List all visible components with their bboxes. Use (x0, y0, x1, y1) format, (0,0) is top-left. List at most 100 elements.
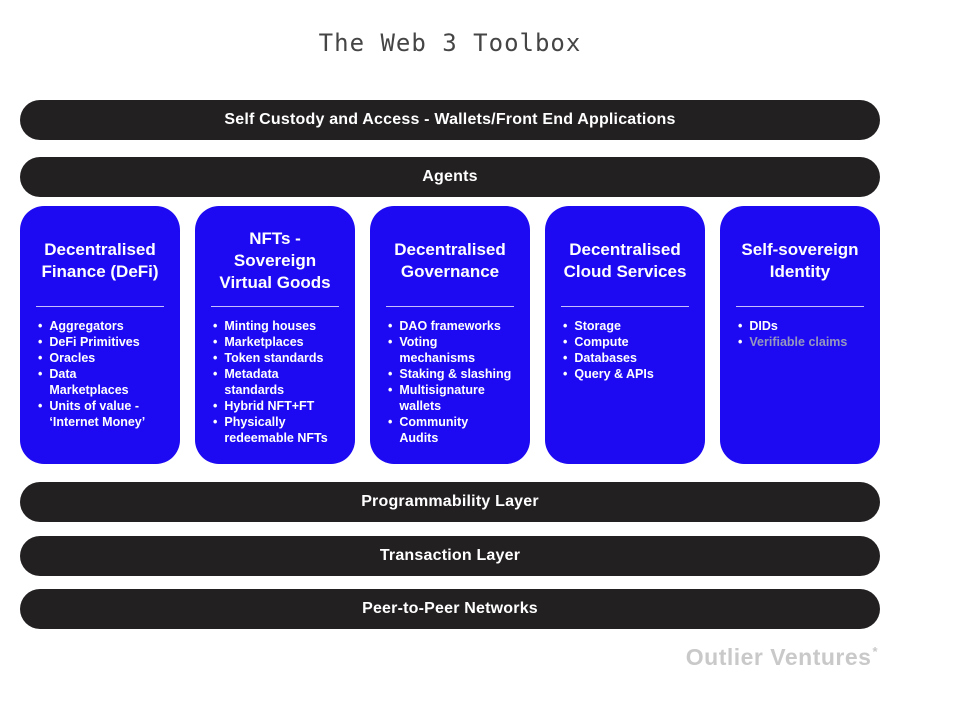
layer-bar-agents: Agents (20, 157, 880, 197)
bullet-item: • Community Audits (388, 414, 522, 446)
bullet-dot: • (388, 383, 393, 397)
bullet-dot: • (213, 367, 218, 381)
bullet-item: • Databases (563, 350, 697, 366)
layer-bar-label: Agents (422, 168, 478, 185)
bullet-list: • DIDs • Verifiable claims (720, 318, 880, 350)
column-heading: Decentralised Finance (DeFi) (41, 240, 159, 281)
bullet-dot: • (38, 319, 43, 333)
logo-mark: * (872, 644, 878, 659)
bullet-dot: • (38, 351, 43, 365)
bullet-dot: • (388, 335, 393, 349)
bullet-text: Physically redeemable NFTs (224, 415, 328, 445)
layer-bar-transaction: Transaction Layer (20, 536, 880, 576)
column-heading: Self-sovereign Identity (741, 240, 859, 281)
bullet-item: • Hybrid NFT+FT (213, 398, 347, 414)
bullet-item: • Metadata standards (213, 366, 347, 398)
bullet-dot: • (38, 335, 43, 349)
layer-bar-label: Self Custody and Access - Wallets/Front … (224, 111, 676, 128)
bullet-dot: • (213, 335, 218, 349)
bullet-item: • DAO frameworks (388, 318, 522, 334)
bullet-text: DAO frameworks (399, 319, 501, 333)
bullet-list: • DAO frameworks • Voting mechanisms • Stakin… (370, 318, 530, 446)
bullet-item: • DIDs (738, 318, 872, 334)
bullet-text: Minting houses (224, 319, 317, 333)
bullet-text: Voting mechanisms (399, 335, 476, 365)
outlier-ventures-logo: Outlier Ventures* (686, 644, 878, 671)
column-heading: Decentralised Cloud Services (563, 240, 687, 281)
bullet-dot: • (388, 415, 393, 429)
bullet-dot: • (563, 351, 568, 365)
bullet-dot: • (388, 319, 393, 333)
logo-text: Outlier Ventures (685, 644, 872, 670)
bullet-list: •Aggregators•DeFi Primitives•Oracles•Dat… (20, 318, 180, 430)
bullet-item: • Token standards (213, 350, 347, 366)
bullet-dot: • (213, 319, 218, 333)
heading-divider (561, 306, 689, 307)
bullet-text: Marketplaces (224, 335, 304, 349)
bullet-text: Hybrid NFT+FT (224, 399, 315, 413)
bullet-item: • Units of value - ‘Internet Money’ (38, 398, 172, 430)
bullet-item: • Data Marketplaces (38, 366, 172, 398)
bullet-text: Aggregators (49, 319, 124, 333)
bullet-text: Token standards (224, 351, 324, 365)
bullet-dot: • (213, 351, 218, 365)
layer-bar-programmability: Programmability Layer (20, 482, 880, 522)
bullet-text: Multisignature wallets (399, 383, 485, 413)
layer-bar-self-custody: Self Custody and Access - Wallets/Front … (20, 100, 880, 140)
layer-bar-label: Transaction Layer (379, 547, 521, 564)
column-governance: Decentralised Governance • DAO frameworks… (370, 206, 530, 464)
bullet-text: Data Marketplaces (49, 367, 129, 397)
bullet-item: •Oracles (38, 350, 172, 366)
bullet-text: Query & APIs (574, 367, 654, 381)
bullet-dot: • (738, 335, 743, 349)
bullet-text: Compute (574, 335, 629, 349)
bullet-text: Units of value - ‘Internet Money’ (49, 399, 146, 429)
layer-bar-label: Peer-to-Peer Networks (362, 600, 538, 617)
bullet-item: • Marketplaces (213, 334, 347, 350)
heading-divider (211, 306, 339, 307)
bullet-item: •Compute (563, 334, 697, 350)
layer-bar-p2p-networks: Peer-to-Peer Networks (20, 589, 880, 629)
bullet-item: • Voting mechanisms (388, 334, 522, 366)
layer-bar-label: Programmability Layer (361, 493, 539, 510)
column-nfts: NFTs - Sovereign Virtual Goods • Minting … (195, 206, 355, 464)
bullet-list: •Storage•Compute•Databases•Query & APIs (545, 318, 705, 382)
bullet-dot: • (213, 399, 218, 413)
bullet-dot: • (213, 415, 218, 429)
bullet-dot: • (738, 319, 743, 333)
bullet-text: Community Audits (399, 415, 469, 445)
column-heading: NFTs - Sovereign Virtual Goods (219, 229, 331, 292)
bullet-text: Storage (574, 319, 621, 333)
bullet-item: • Aggregators (38, 318, 172, 334)
bullet-list: • Minting houses • Marketplaces • Token stand… (195, 318, 355, 446)
bullet-dot: • (563, 367, 568, 381)
bullet-dot: • (38, 367, 43, 381)
bullet-dot: • (38, 399, 43, 413)
bullet-item: • Physically redeemable NFTs (213, 414, 347, 446)
bullet-item: • Verifiable claims (738, 334, 872, 350)
bullet-item: • Storage (563, 318, 697, 334)
bullet-text: DIDs (749, 319, 778, 333)
bullet-dot: • (563, 319, 568, 333)
bullet-text: Databases (574, 351, 637, 365)
bullet-text: Verifiable claims (749, 335, 848, 349)
column-cloud-services: Decentralised Cloud Services •Storage•Co… (545, 206, 705, 464)
bullet-text: Staking & slashing (399, 367, 512, 381)
bullet-item: • Query & APIs (563, 366, 697, 382)
bullet-text: DeFi Primitives (49, 335, 140, 349)
bullet-dot: • (388, 367, 393, 381)
bullet-item: • Multisignature wallets (388, 382, 522, 414)
heading-divider (36, 306, 164, 307)
diagram-title: The Web 3 Toolbox (318, 29, 582, 57)
column-defi: Decentralised Finance (DeFi) • Aggregator… (20, 206, 180, 464)
toolbox-columns: Decentralised Finance (DeFi) • Aggregator… (20, 206, 880, 464)
bullet-text: Metadata standards (224, 367, 285, 397)
heading-divider (386, 306, 514, 307)
column-heading: Decentralised Governance (394, 240, 506, 281)
heading-divider (736, 306, 864, 307)
bullet-item: • DeFi Primitives (38, 334, 172, 350)
bullet-item: • Staking & slashing (388, 366, 522, 382)
bullet-item: • Minting houses (213, 318, 347, 334)
column-identity: Self-sovereign Identity • DIDs • Verifiable… (720, 206, 880, 464)
